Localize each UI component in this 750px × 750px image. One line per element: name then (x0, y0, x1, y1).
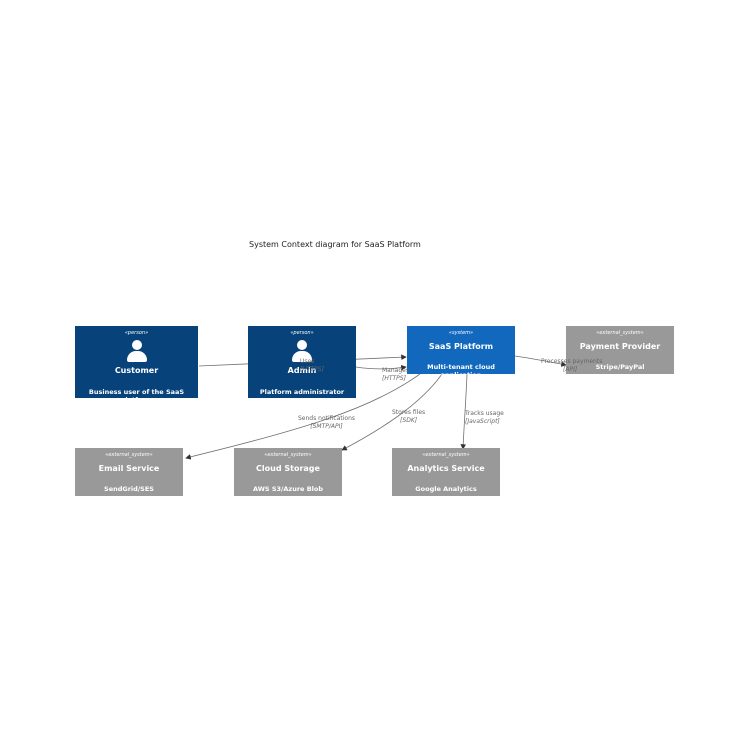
payment-name: Payment Provider (579, 342, 661, 351)
email-stereotype: «external_system» (105, 452, 153, 458)
edge-label-saas-email: Sends notifications [SMTP/API] (298, 415, 355, 431)
payment-description: Stripe/PayPal (595, 363, 645, 371)
saas-stereotype: «system» (448, 330, 474, 336)
saas-platform-system-box[interactable]: «system» SaaS Platform Multi-tenant clou… (407, 326, 515, 379)
storage-description: AWS S3/Azure Blob (252, 485, 324, 493)
admin-description: Platform administrator (259, 388, 345, 396)
edge-saas-storage (341, 373, 443, 451)
edge-saas-storage-tech: [SDK] (400, 417, 418, 424)
edge-label-saas-payment: Processes payments [API] (541, 358, 602, 374)
customer-stereotype: «person» (124, 330, 149, 336)
admin-stereotype: «person» (290, 330, 314, 336)
email-service-box[interactable]: «external_system» Email Service SendGrid… (75, 448, 183, 496)
edge-admin-saas-label: Manages (382, 367, 409, 374)
edge-saas-analytics-label: Tracks usage (465, 410, 504, 417)
analytics-name: Analytics Service (407, 464, 485, 473)
edge-saas-email-tech: [SMTP/API] (310, 423, 343, 430)
edge-saas-payment-tech: [API] (563, 366, 578, 373)
edge-saas-payment (514, 355, 567, 367)
edge-admin-saas-tech: [HTTPS] (382, 375, 406, 382)
payment-provider-box[interactable]: «external_system» Payment Provider Strip… (566, 326, 674, 374)
analytics-service-box[interactable]: «external_system» Analytics Service Goog… (392, 448, 500, 496)
edge-label-admin-saas: Manages [HTTPS] (382, 367, 409, 383)
edge-customer-saas-tech: [HTTPS] (300, 366, 324, 373)
person-icon (292, 340, 312, 362)
edge-label-saas-storage: Stores files [SDK] (392, 409, 425, 425)
edge-label-customer-saas: Uses [HTTPS] (300, 358, 324, 374)
email-description: SendGrid/SES (104, 485, 154, 493)
saas-description: Multi-tenant cloud application (427, 363, 495, 379)
storage-stereotype: «external_system» (264, 452, 312, 458)
edge-saas-analytics-tech: [JavaScript] (465, 418, 500, 425)
cloud-storage-box[interactable]: «external_system» Cloud Storage AWS S3/A… (234, 448, 342, 496)
edge-saas-payment-label: Processes payments (541, 358, 603, 365)
diagram-title: System Context diagram for SaaS Platform (249, 240, 421, 249)
admin-person-box[interactable]: «person» Admin Platform administrator (248, 326, 356, 398)
payment-stereotype: «external_system» (596, 330, 644, 336)
analytics-stereotype: «external_system» (422, 452, 470, 458)
edge-customer-saas-label: Uses (300, 358, 315, 365)
storage-name: Cloud Storage (256, 464, 320, 473)
edge-saas-storage-label: Stores files (392, 409, 426, 416)
edge-label-saas-analytics: Tracks usage [JavaScript] (465, 410, 504, 426)
email-name: Email Service (98, 464, 160, 473)
edge-admin-saas (355, 364, 407, 371)
customer-name: Customer (114, 366, 159, 375)
customer-description: Business user of the SaaS platform (88, 388, 185, 404)
edge-saas-email-label: Sends notifications (298, 415, 356, 422)
saas-name: SaaS Platform (428, 342, 494, 351)
customer-person-box[interactable]: «person» Customer Business user of the S… (75, 326, 198, 404)
edge-saas-analytics (460, 373, 468, 450)
admin-name: Admin (287, 366, 317, 375)
person-icon (126, 340, 147, 362)
analytics-description: Google Analytics (415, 485, 477, 493)
edge-saas-email (185, 373, 421, 460)
